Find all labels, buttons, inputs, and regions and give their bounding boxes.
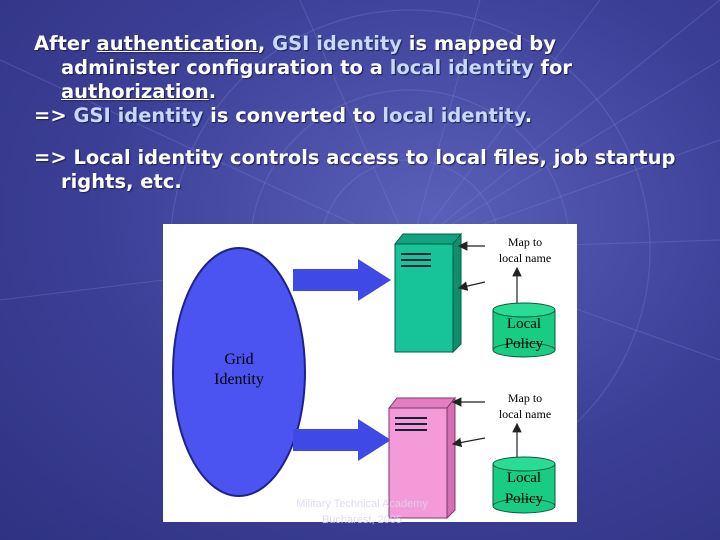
arrow-server-to-policy-bottom bbox=[451, 437, 486, 448]
map-label-top: local name bbox=[499, 251, 551, 265]
grid-identity-label: Grid bbox=[224, 351, 253, 368]
term-authorization: authorization bbox=[61, 80, 209, 103]
identity-mapping-diagram: Grid Identity Map to local name bbox=[163, 224, 577, 522]
bullet-mapping: After authentication, GSI identity is ma… bbox=[34, 32, 704, 104]
text-run: , bbox=[257, 32, 273, 55]
map-label-bottom: local name bbox=[499, 407, 551, 421]
bullet-converted: => GSI identity is converted to local id… bbox=[34, 104, 704, 128]
policy-label-bottom: Policy bbox=[505, 491, 544, 507]
server-top-icon bbox=[393, 232, 463, 354]
text-run: => Local identity controls access to loc… bbox=[34, 146, 676, 169]
spacer bbox=[34, 128, 704, 146]
term-gsi-identity: GSI identity bbox=[272, 32, 402, 55]
text-run: After bbox=[34, 32, 97, 55]
arrow-to-server-bottom bbox=[293, 419, 391, 461]
bullet-access-control: => Local identity controls access to loc… bbox=[34, 146, 704, 194]
term-gsi-identity: GSI identity bbox=[73, 104, 204, 127]
policy-label-top: Local bbox=[507, 316, 541, 332]
arrow-to-server-top bbox=[293, 259, 391, 301]
term-local-identity: local identity bbox=[389, 56, 534, 79]
text-run: is converted to bbox=[203, 104, 383, 127]
text-run: . bbox=[524, 104, 533, 127]
text-run: administer configuration to a bbox=[61, 56, 390, 79]
text-run: => bbox=[34, 104, 74, 127]
term-authentication: authentication bbox=[96, 32, 258, 55]
bullet-continuation: administer configuration to a local iden… bbox=[34, 56, 704, 80]
text-run: is mapped by bbox=[402, 32, 556, 55]
map-label-top: Map to bbox=[508, 235, 542, 249]
policy-label-top: Policy bbox=[505, 336, 544, 352]
policy-cylinder-top bbox=[492, 302, 556, 358]
grid-identity-label: Identity bbox=[214, 371, 264, 388]
policy-cylinder-bottom bbox=[492, 456, 556, 514]
diagram-canvas: Grid Identity Map to local name bbox=[172, 232, 556, 520]
bullet-continuation: authorization. bbox=[34, 80, 704, 104]
bullet-continuation: rights, etc. bbox=[61, 170, 182, 193]
text-run: for bbox=[533, 56, 573, 79]
slide-body-text: After authentication, GSI identity is ma… bbox=[34, 32, 704, 194]
grid-identity-ellipse bbox=[172, 247, 306, 497]
policy-label-bottom: Local bbox=[507, 470, 541, 486]
text-run: . bbox=[208, 80, 217, 103]
footer-watermark: Military Technical Academy Bucharest, 20… bbox=[270, 496, 454, 528]
term-local-identity: local identity bbox=[382, 104, 525, 127]
footer-location-year: Bucharest, 2005 bbox=[321, 514, 403, 526]
arrow-server-to-policy-top bbox=[457, 281, 486, 291]
map-label-bottom: Map to bbox=[508, 391, 542, 405]
footer-institution: Military Technical Academy bbox=[296, 498, 428, 510]
